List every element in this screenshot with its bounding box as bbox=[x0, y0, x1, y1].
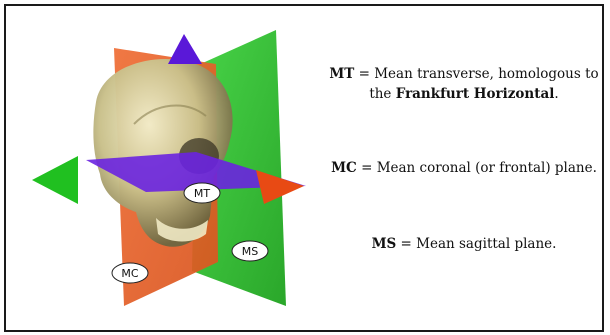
legend-entry-mt: MT = Mean transverse, homologous to the … bbox=[324, 64, 604, 104]
mc-description: = Mean coronal (or frontal) plane. bbox=[357, 160, 597, 176]
ms-label-text: MS bbox=[242, 245, 258, 258]
legend: MT = Mean transverse, homologous to the … bbox=[324, 6, 604, 332]
figure-frame: MT MS MC MT = Mean transverse, homologou… bbox=[4, 4, 604, 332]
purple-arrow-up-icon bbox=[168, 34, 202, 64]
mc-label: MC bbox=[112, 263, 148, 283]
mt-label: MT bbox=[184, 183, 220, 203]
legend-entry-mc: MC = Mean coronal (or frontal) plane. bbox=[324, 158, 604, 178]
frankfurt-horizontal-term: Frankfurt Horizontal bbox=[396, 86, 555, 102]
mt-label-text: MT bbox=[194, 187, 210, 200]
mc-abbreviation: MC bbox=[331, 160, 357, 176]
ms-label: MS bbox=[232, 241, 268, 261]
mc-label-text: MC bbox=[121, 267, 138, 280]
ms-description: = Mean sagittal plane. bbox=[396, 236, 556, 252]
mt-description-cont: the bbox=[369, 86, 395, 102]
skull-planes-illustration: MT MS MC bbox=[6, 6, 326, 332]
mt-description-end: . bbox=[554, 86, 558, 102]
green-arrow-left-icon bbox=[32, 156, 78, 204]
mt-abbreviation: MT bbox=[329, 66, 354, 82]
legend-entry-ms: MS = Mean sagittal plane. bbox=[324, 234, 604, 254]
ms-abbreviation: MS bbox=[372, 236, 397, 252]
mt-description: = Mean transverse, homologous to bbox=[354, 66, 598, 82]
